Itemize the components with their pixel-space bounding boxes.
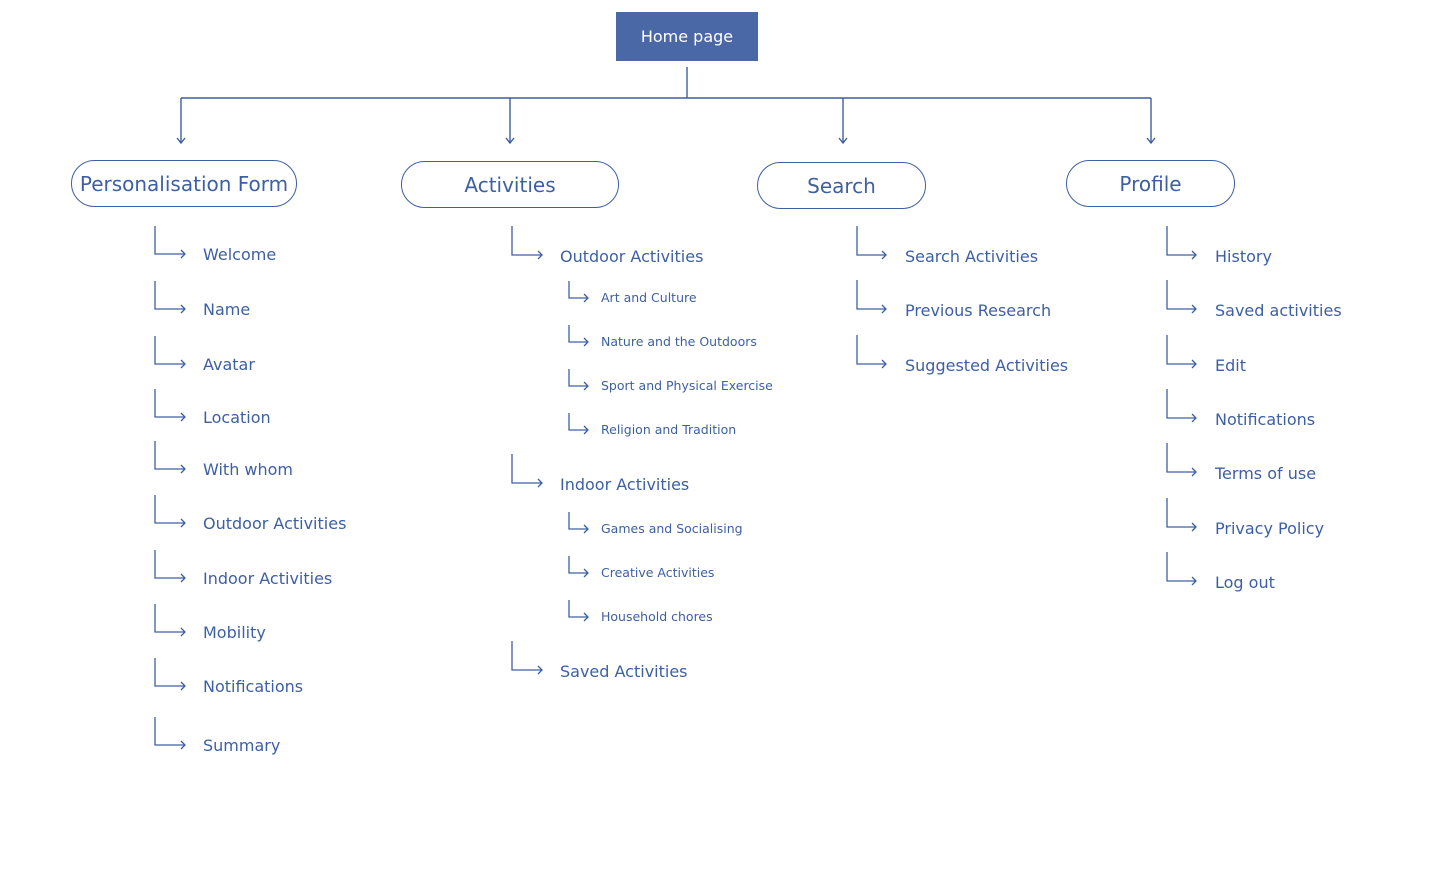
menu-item[interactable]: Previous Research <box>905 301 1052 320</box>
branch-arrow-icon <box>1166 552 1197 586</box>
menu-item[interactable]: Privacy Policy <box>1215 519 1325 538</box>
branch-arrow-icon <box>1166 226 1197 260</box>
branch-arrow-icon <box>154 336 186 369</box>
menu-item[interactable]: Location <box>203 408 271 427</box>
branch-arrow-icon <box>154 389 186 422</box>
arrowhead-down-icon <box>1146 137 1156 145</box>
section-search[interactable]: Search <box>757 162 926 209</box>
branch-arrow-icon <box>154 717 186 750</box>
menu-item[interactable]: History <box>1215 247 1272 266</box>
menu-item[interactable]: Mobility <box>203 623 266 642</box>
menu-item[interactable]: Suggested Activities <box>905 356 1069 375</box>
branch-arrow-icon <box>154 550 186 583</box>
submenu-item[interactable]: Sport and Physical Exercise <box>601 378 773 393</box>
branch-arrow-icon <box>568 413 589 435</box>
branch-arrow-icon <box>568 281 589 303</box>
menu-item[interactable]: Welcome <box>203 245 277 264</box>
menu-item[interactable]: Edit <box>1215 356 1246 375</box>
menu-item[interactable]: Saved activities <box>1215 301 1342 320</box>
arrowhead-down-icon <box>176 137 186 145</box>
menu-item[interactable]: Search Activities <box>905 247 1039 266</box>
branch-arrow-icon <box>1166 335 1197 369</box>
section-label: Search <box>807 173 876 198</box>
menu-item[interactable]: Outdoor Activities <box>203 514 347 533</box>
section-label: Activities <box>464 172 556 197</box>
home-page-label: Home page <box>640 27 734 46</box>
menu-item[interactable]: Summary <box>203 736 281 755</box>
section-label: Profile <box>1119 171 1182 196</box>
branch-arrow-icon <box>154 495 186 528</box>
branch-arrow-icon <box>154 281 186 314</box>
menu-item[interactable]: Name <box>203 300 251 319</box>
branch-arrow-icon <box>856 226 887 260</box>
branch-arrow-icon <box>1166 389 1197 423</box>
branch-arrow-icon <box>1166 443 1197 477</box>
menu-item[interactable]: Notifications <box>1215 410 1316 429</box>
menu-item[interactable]: Indoor Activities <box>203 569 333 588</box>
branch-arrow-icon <box>154 226 186 259</box>
section-activities[interactable]: Activities <box>401 161 619 208</box>
menu-item[interactable]: With whom <box>203 460 294 479</box>
menu-item[interactable]: Notifications <box>203 677 304 696</box>
branch-arrow-icon <box>1166 498 1197 532</box>
section-personalisation-form[interactable]: Personalisation Form <box>71 160 297 207</box>
menu-item[interactable]: Outdoor Activities <box>560 247 704 266</box>
menu-item[interactable]: Log out <box>1215 573 1275 592</box>
branch-arrow-icon <box>568 600 589 622</box>
menu-item[interactable]: Terms of use <box>1215 464 1317 483</box>
menu-item[interactable]: Avatar <box>203 355 255 374</box>
submenu-item[interactable]: Art and Culture <box>601 290 697 305</box>
branch-arrow-icon <box>856 280 887 314</box>
menu-item[interactable]: Saved Activities <box>560 662 688 681</box>
submenu-item[interactable]: Household chores <box>601 609 713 624</box>
home-page-node[interactable]: Home page <box>616 12 758 61</box>
section-profile[interactable]: Profile <box>1066 160 1235 207</box>
arrowhead-down-icon <box>838 137 848 145</box>
menu-item[interactable]: Indoor Activities <box>560 475 690 494</box>
branch-arrow-icon <box>1166 280 1197 314</box>
branch-arrow-icon <box>154 604 186 637</box>
arrowhead-down-icon <box>505 137 515 145</box>
section-label: Personalisation Form <box>79 171 289 196</box>
submenu-item[interactable]: Religion and Tradition <box>601 422 737 437</box>
branch-arrow-icon <box>568 325 589 347</box>
submenu-item[interactable]: Nature and the Outdoors <box>601 334 757 349</box>
branch-arrow-icon <box>511 226 543 260</box>
branch-arrow-icon <box>856 335 887 369</box>
branch-arrow-icon <box>511 454 543 488</box>
branch-arrow-icon <box>154 441 186 474</box>
branch-arrow-icon <box>568 556 589 578</box>
branch-arrow-icon <box>154 658 186 691</box>
submenu-item[interactable]: Creative Activities <box>601 565 715 580</box>
branch-arrow-icon <box>568 512 589 534</box>
branch-arrow-icon <box>568 369 589 391</box>
branch-arrow-icon <box>511 641 543 675</box>
submenu-item[interactable]: Games and Socialising <box>601 521 743 536</box>
